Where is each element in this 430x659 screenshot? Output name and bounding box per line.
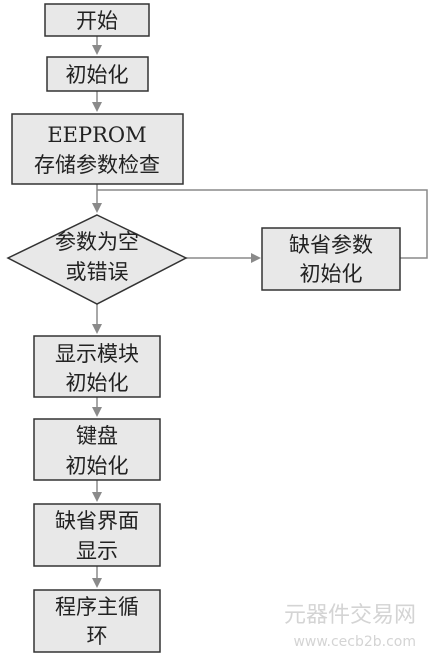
node-display-init-line1: 显示模块 <box>55 342 139 366</box>
node-eeprom-check-box <box>11 113 184 185</box>
arrowhead <box>92 578 102 588</box>
arrowhead <box>92 102 102 112</box>
edges <box>92 36 428 588</box>
node-init-label: 初始化 <box>66 63 129 87</box>
arrowhead <box>92 324 102 334</box>
arrowhead <box>251 253 261 263</box>
node-eeprom-check-line2: 存储参数检查 <box>34 153 160 177</box>
node-default-param-init-box <box>261 227 401 291</box>
node-default-param-init-line1: 缺省参数 <box>289 233 373 257</box>
node-decision-line1: 参数为空 <box>55 230 139 254</box>
node-keyboard-init-line2: 初始化 <box>66 454 129 478</box>
node-decision-line2: 或错误 <box>66 260 129 284</box>
node-display-init-line2: 初始化 <box>66 371 129 395</box>
node-keyboard-init-box <box>33 418 161 481</box>
node-init: 初始化 <box>46 56 149 92</box>
node-default-screen-box <box>33 503 161 567</box>
node-default-screen-line2: 显示 <box>76 539 118 563</box>
node-main-loop: 程序主循 环 <box>33 589 161 653</box>
node-decision: 参数为空 或错误 <box>6 214 188 305</box>
arrowhead <box>92 45 102 55</box>
watermark-text-cn: 元器件交易网 <box>284 603 416 628</box>
node-eeprom-check-line1: EEPROM <box>47 123 146 147</box>
node-default-screen-line1: 缺省界面 <box>55 509 139 533</box>
node-keyboard-init: 键盘 初始化 <box>33 418 161 481</box>
arrowhead <box>92 492 102 502</box>
node-decision-diamond <box>6 214 188 305</box>
node-eeprom-check: EEPROM 存储参数检查 <box>11 113 184 185</box>
node-display-init-box <box>33 335 161 398</box>
watermark-text-url: www.cecb2b.com <box>293 634 416 650</box>
node-default-param-init-line2: 初始化 <box>300 262 363 286</box>
node-main-loop-box <box>33 589 161 653</box>
node-default-screen: 缺省界面 显示 <box>33 503 161 567</box>
node-default-param-init: 缺省参数 初始化 <box>261 227 401 291</box>
node-init-box <box>46 56 149 92</box>
node-start-label: 开始 <box>76 9 118 33</box>
node-main-loop-line2: 环 <box>87 624 108 648</box>
watermark: 元器件交易网 www.cecb2b.com <box>284 603 416 650</box>
arrowhead <box>92 203 102 213</box>
node-start: 开始 <box>44 3 150 37</box>
edge-default-loopback <box>97 189 428 259</box>
node-keyboard-init-line1: 键盘 <box>76 424 118 448</box>
arrowhead <box>92 407 102 417</box>
node-main-loop-line1: 程序主循 <box>55 595 139 619</box>
node-display-init: 显示模块 初始化 <box>33 335 161 398</box>
node-start-box <box>44 3 150 37</box>
